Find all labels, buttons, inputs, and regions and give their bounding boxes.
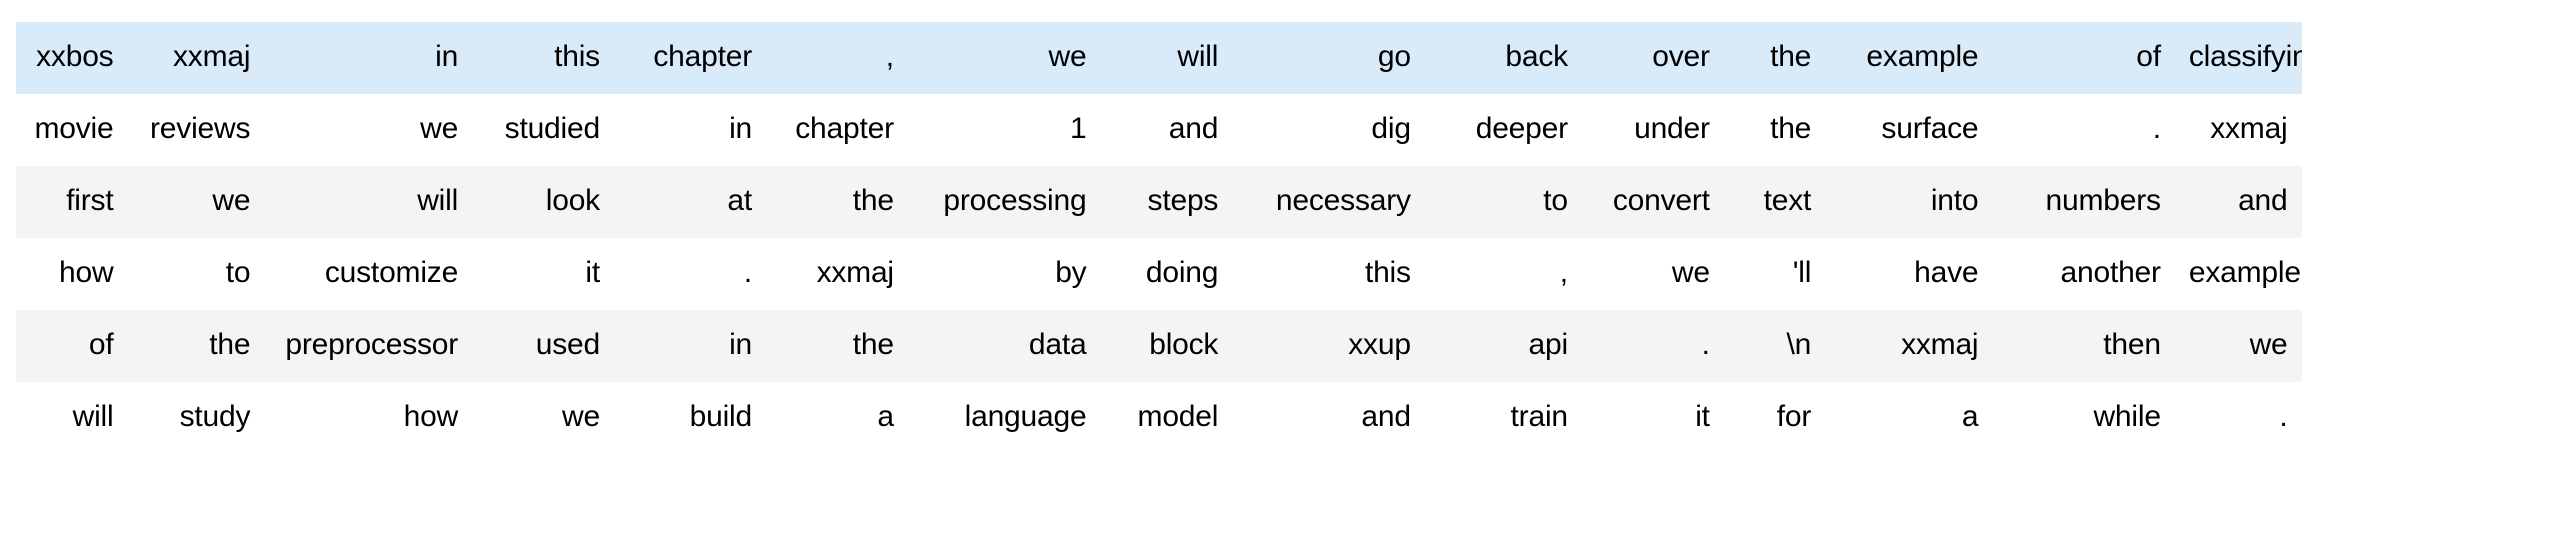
token-cell: steps — [1100, 166, 1233, 238]
token-cell: language — [907, 382, 1101, 454]
token-cell: the — [766, 166, 908, 238]
token-cell: look — [472, 166, 614, 238]
token-cell: , — [1424, 238, 1582, 310]
token-cell: build — [613, 382, 767, 454]
token-cell: , — [766, 22, 908, 94]
token-cell: the — [127, 310, 265, 382]
token-cell: at — [613, 166, 767, 238]
token-cell: we — [127, 166, 265, 238]
token-cell: back — [1424, 22, 1582, 94]
token-cell: api — [1424, 310, 1582, 382]
token-cell: to — [1424, 166, 1582, 238]
token-cell: a — [766, 382, 908, 454]
token-cell: over — [1581, 22, 1724, 94]
token-cell: block — [1100, 310, 1233, 382]
token-cell: it — [472, 238, 614, 310]
token-cell: 'll — [1723, 238, 1826, 310]
token-cell: xxmaj — [766, 238, 908, 310]
token-cell: . — [1581, 310, 1724, 382]
token-cell: we — [472, 382, 614, 454]
token-cell: study — [127, 382, 265, 454]
token-cell: in — [264, 22, 473, 94]
token-cell: and — [1232, 382, 1425, 454]
token-cell: xxup — [1232, 310, 1425, 382]
token-cell: in — [613, 94, 767, 166]
token-cell: have — [1825, 238, 1993, 310]
token-cell: will — [1100, 22, 1233, 94]
token-cell: . — [613, 238, 767, 310]
token-cell: first — [16, 166, 128, 238]
token-cell: \n — [1723, 310, 1826, 382]
token-cell: train — [1424, 382, 1582, 454]
token-cell: classifying — [2174, 22, 2302, 94]
token-cell: the — [1723, 22, 1826, 94]
token-cell: reviews — [127, 94, 265, 166]
token-cell: how — [264, 382, 473, 454]
token-cell: model — [1100, 382, 1233, 454]
token-cell: a — [1825, 382, 1993, 454]
token-cell: and — [1100, 94, 1233, 166]
token-cell: while — [1992, 382, 2175, 454]
token-cell: we — [1581, 238, 1724, 310]
token-cell: another — [1992, 238, 2175, 310]
token-cell: into — [1825, 166, 1993, 238]
token-cell: we — [907, 22, 1101, 94]
token-cell: under — [1581, 94, 1724, 166]
token-cell: data — [907, 310, 1101, 382]
token-cell: text — [1723, 166, 1826, 238]
token-cell: doing — [1100, 238, 1233, 310]
token-cell: go — [1232, 22, 1425, 94]
token-cell: we — [264, 94, 473, 166]
token-cell: xxmaj — [1825, 310, 1993, 382]
token-cell: studied — [472, 94, 614, 166]
token-cell: then — [1992, 310, 2175, 382]
token-cell: preprocessor — [264, 310, 473, 382]
token-cell: of — [1992, 22, 2175, 94]
token-cell: in — [613, 310, 767, 382]
token-cell: convert — [1581, 166, 1724, 238]
token-cell: we — [2174, 310, 2302, 382]
token-cell: to — [127, 238, 265, 310]
token-cell: this — [472, 22, 614, 94]
token-cell: example — [1825, 22, 1993, 94]
token-cell: deeper — [1424, 94, 1582, 166]
token-cell: of — [16, 310, 128, 382]
token-cell: used — [472, 310, 614, 382]
token-cell: surface — [1825, 94, 1993, 166]
token-cell: customize — [264, 238, 473, 310]
token-cell: and — [2174, 166, 2302, 238]
token-cell: by — [907, 238, 1101, 310]
token-cell: how — [16, 238, 128, 310]
token-cell: the — [1723, 94, 1826, 166]
token-cell: this — [1232, 238, 1425, 310]
token-cell: it — [1581, 382, 1724, 454]
token-cell: will — [264, 166, 473, 238]
token-cell: for — [1723, 382, 1826, 454]
token-cell: necessary — [1232, 166, 1425, 238]
token-cell: dig — [1232, 94, 1425, 166]
token-cell: xxmaj — [2174, 94, 2302, 166]
token-cell: example — [2174, 238, 2302, 310]
token-cell: xxmaj — [127, 22, 265, 94]
token-cell: will — [16, 382, 128, 454]
token-cell: . — [1992, 94, 2175, 166]
token-cell: 1 — [907, 94, 1101, 166]
token-cell: chapter — [613, 22, 767, 94]
token-cell: numbers — [1992, 166, 2175, 238]
token-cell: the — [766, 310, 908, 382]
token-cell: . — [2174, 382, 2302, 454]
token-cell: chapter — [766, 94, 908, 166]
token-cell: processing — [907, 166, 1101, 238]
token-cell: movie — [16, 94, 128, 166]
token-cell: xxbos — [16, 22, 128, 94]
